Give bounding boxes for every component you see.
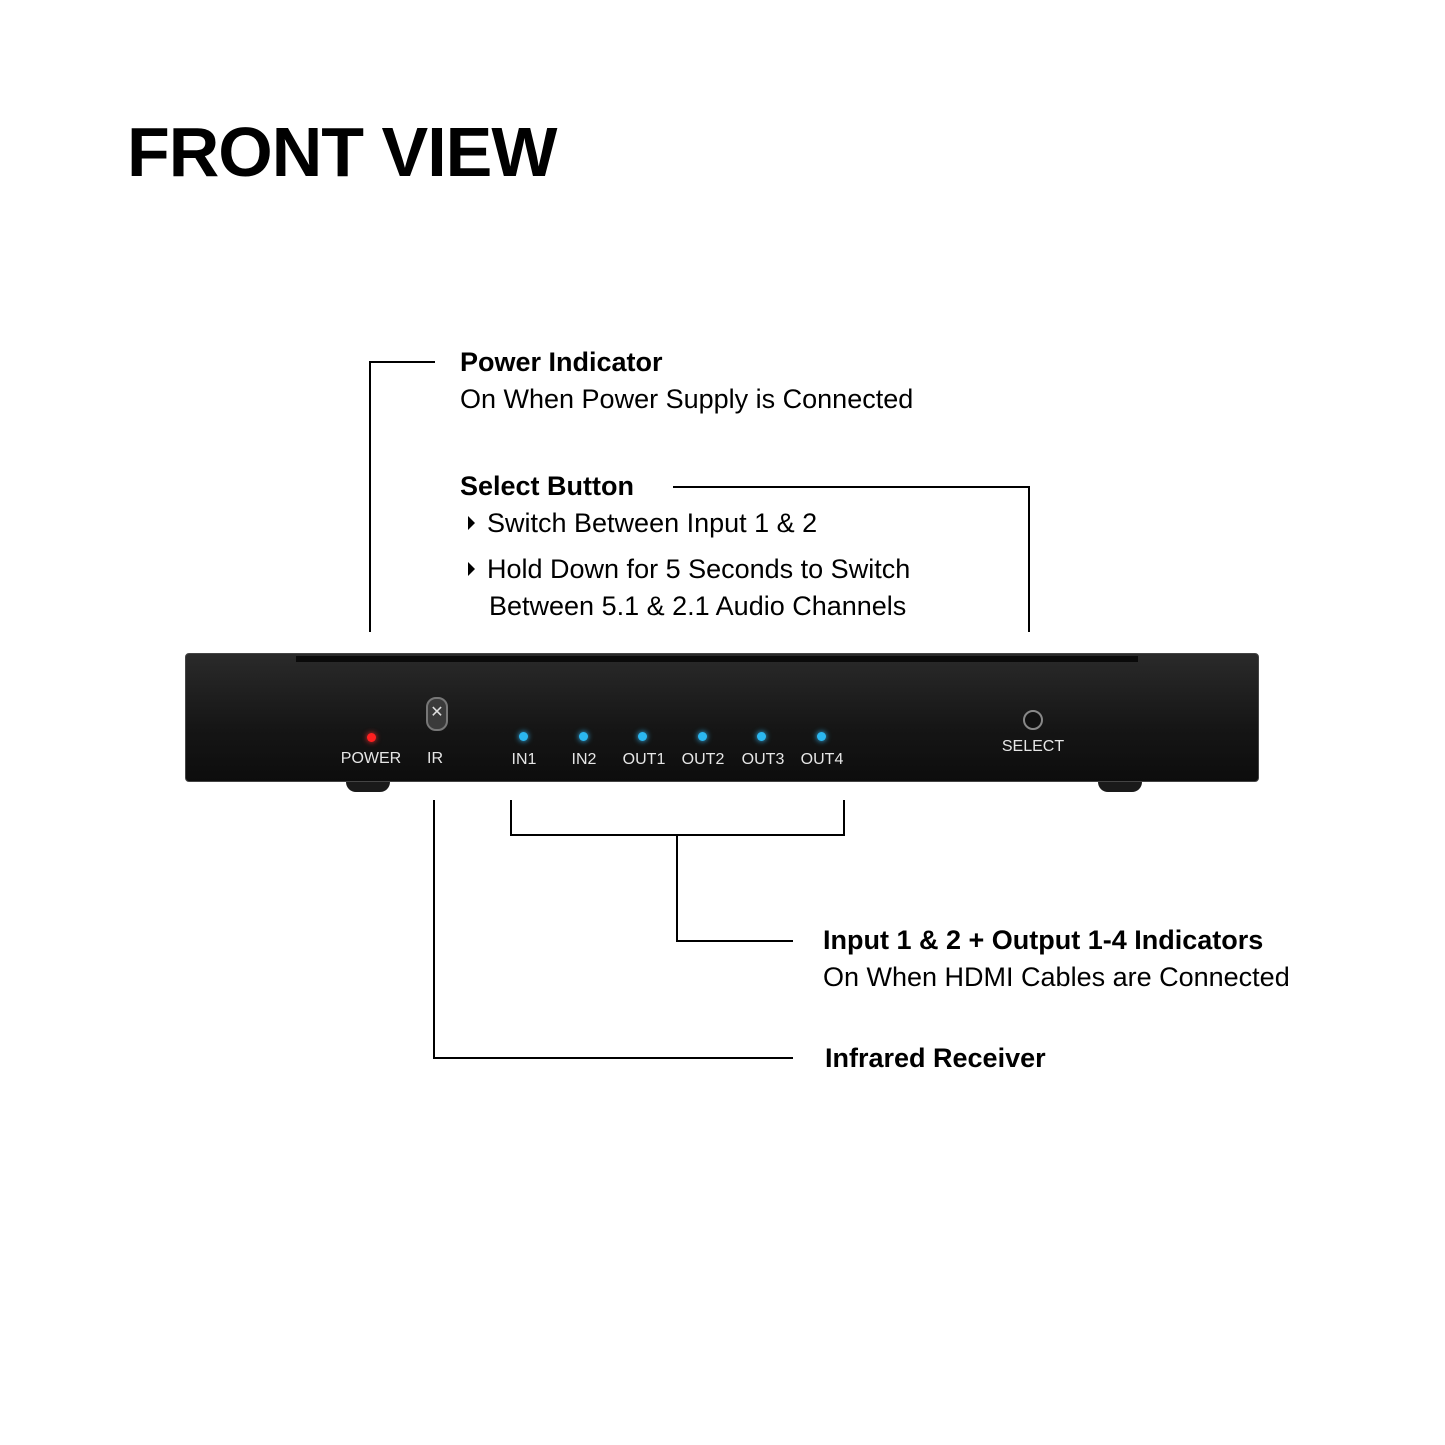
power-callout-line [369, 361, 435, 632]
out3-led [757, 732, 766, 741]
power-indicator-heading: Power Indicator [460, 347, 663, 377]
out4-led [817, 732, 826, 741]
indicators-heading: Input 1 & 2 + Output 1-4 Indicators [823, 925, 1264, 955]
in1-label: IN1 [511, 751, 537, 768]
select-button[interactable] [1023, 710, 1043, 730]
select-bullet-2-cont: Between 5.1 & 2.1 Audio Channels [489, 591, 907, 621]
select-bullet-1: Switch Between Input 1 & 2 [468, 508, 817, 539]
indicators-text: On When HDMI Cables are Connected [823, 962, 1290, 992]
select-callout-line [673, 486, 1030, 632]
power-led [367, 733, 376, 742]
out4-label: OUT4 [800, 751, 844, 768]
in2-led [579, 732, 588, 741]
out2-led [698, 732, 707, 741]
out1-led [638, 732, 647, 741]
page-title: FRONT VIEW [127, 113, 557, 191]
in2-label: IN2 [571, 751, 597, 768]
select-label: SELECT [1001, 738, 1065, 755]
in1-led [519, 732, 528, 741]
indicators-callout-line [676, 835, 793, 942]
select-button-heading: Select Button [460, 471, 635, 501]
power-label: POWER [340, 750, 402, 767]
hdmi-splitter-device: POWER ✕ IR IN1 IN2 OUT1 OUT2 OUT3 OUT4 S… [185, 653, 1259, 782]
ir-label: IR [427, 750, 443, 767]
bullet-arrow-icon [468, 516, 475, 530]
out3-label: OUT3 [741, 751, 785, 768]
select-bullet-2: Hold Down for 5 Seconds to Switch [468, 554, 910, 585]
device-foot [346, 782, 390, 792]
ir-callout-line [433, 800, 793, 1059]
bullet-arrow-icon [468, 562, 475, 576]
power-indicator-text: On When Power Supply is Connected [460, 384, 914, 414]
infrared-receiver-heading: Infrared Receiver [825, 1043, 1046, 1073]
ir-receiver-icon: ✕ [426, 697, 448, 731]
device-foot [1098, 782, 1142, 792]
device-top-lip [296, 656, 1138, 662]
out2-label: OUT2 [681, 751, 725, 768]
indicators-bracket-line [510, 800, 845, 836]
out1-label: OUT1 [622, 751, 666, 768]
